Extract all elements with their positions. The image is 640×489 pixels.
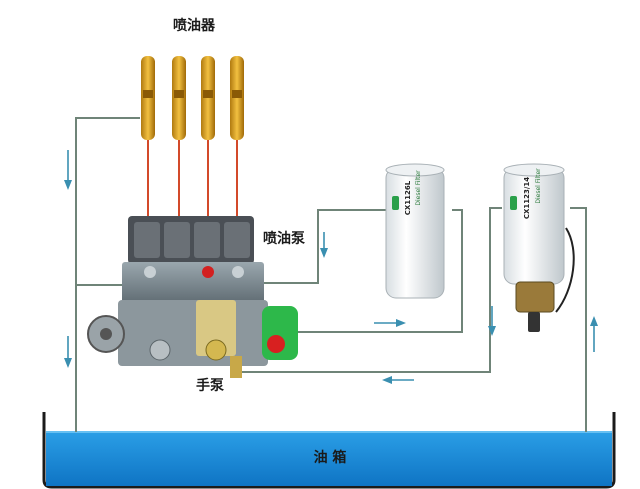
arrow-left-return xyxy=(382,376,414,384)
fuel-tank xyxy=(42,412,616,489)
filter2-model: CX1123/14 xyxy=(523,177,531,219)
injectors-label: 喷油器 xyxy=(173,17,216,34)
filter2-brand: Diesel Filter xyxy=(535,168,542,204)
injector-4 xyxy=(230,56,244,216)
filter1-brand: Diesel Filter xyxy=(415,170,422,206)
injection-pump-label: 喷油泵 xyxy=(263,230,305,247)
diesel-filter-2: Diesel Filter CX1123/14 xyxy=(503,163,575,332)
arrow-down-left-top xyxy=(64,150,72,190)
injector-2 xyxy=(172,56,186,216)
diesel-filter-1: Diesel Filter CX1126L xyxy=(385,163,445,299)
injector-3 xyxy=(201,56,215,216)
arrow-down-filter2-left xyxy=(488,306,496,336)
injectors xyxy=(141,56,244,216)
flow-arrows xyxy=(64,150,598,384)
arrow-down-pump-filter xyxy=(320,232,328,258)
arrow-up-filter2-right xyxy=(590,316,598,352)
injection-pump xyxy=(87,216,298,378)
arrow-down-left-bottom xyxy=(64,336,72,368)
arrow-right-to-filter1 xyxy=(374,319,406,327)
injector-1 xyxy=(141,56,155,216)
hand-pump-label: 手泵 xyxy=(196,377,224,394)
fuel-lines xyxy=(75,117,587,432)
filter1-model: CX1126L xyxy=(404,180,412,215)
fuel-tank-label: 油 箱 xyxy=(314,449,347,466)
